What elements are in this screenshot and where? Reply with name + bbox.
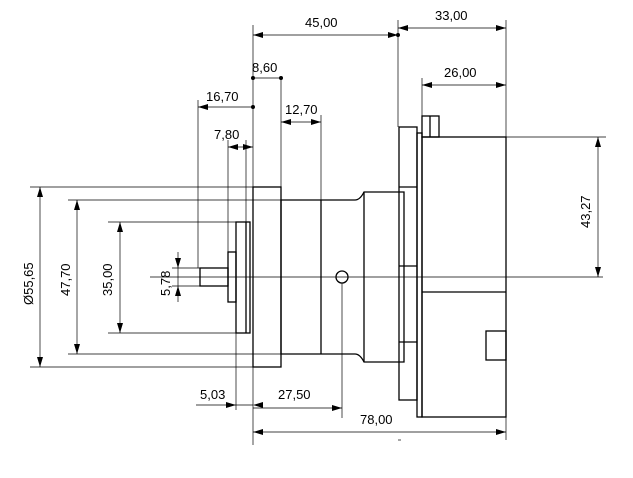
label-4770: 47,70 xyxy=(58,263,73,296)
label-26: 26,00 xyxy=(444,65,477,80)
extension-lines xyxy=(30,20,606,445)
inner-flange-plate xyxy=(235,221,251,334)
label-503: 5,03 xyxy=(200,387,225,402)
label-78: 78,00 xyxy=(360,412,393,427)
adapter-block xyxy=(398,126,418,401)
label-33: 33,00 xyxy=(435,8,468,23)
dimension-lines xyxy=(37,25,601,441)
label-860: 8,60 xyxy=(252,60,277,75)
label-1270: 12,70 xyxy=(285,102,318,117)
motor-side-notch xyxy=(485,330,507,361)
adapter-ring xyxy=(416,132,423,418)
label-578: 5,78 xyxy=(158,271,173,296)
label-2750: 27,50 xyxy=(278,387,311,402)
label-780: 7,80 xyxy=(214,127,239,142)
dimension-labels: 45,00 33,00 26,00 8,60 16,70 12,70 7,80 … xyxy=(21,8,593,427)
label-5565: Ø55,65 xyxy=(21,262,36,305)
gear-housing xyxy=(280,191,405,363)
label-1670: 16,70 xyxy=(206,89,239,104)
label-45: 45,00 xyxy=(305,15,338,30)
label-4327: 43,27 xyxy=(578,195,593,228)
label-3500: 35,00 xyxy=(100,263,115,296)
